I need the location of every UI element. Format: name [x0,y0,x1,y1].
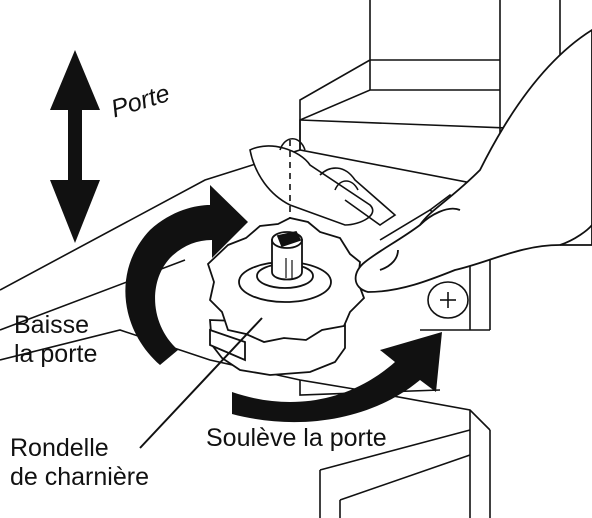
hinge-washer-label-line1: Rondelle [10,434,109,462]
hinge-washer-label: Rondelle de charnière [10,434,149,492]
lower-door-label-line1: Baisse [14,311,90,339]
raise-door-arrow [232,332,442,423]
lower-door-label: Baisse la porte [14,311,97,369]
raise-door-label: Soulève la porte [206,424,387,452]
door-vertical-arrow [50,50,100,243]
screw [427,281,469,319]
hinge-washer [206,217,366,376]
lower-door-arrow [125,185,248,365]
hinge-washer-label-line2: de charnière [10,463,149,491]
lower-door-label-line2: la porte [14,340,98,368]
hand [354,28,592,293]
washer-leader-line [139,317,263,449]
